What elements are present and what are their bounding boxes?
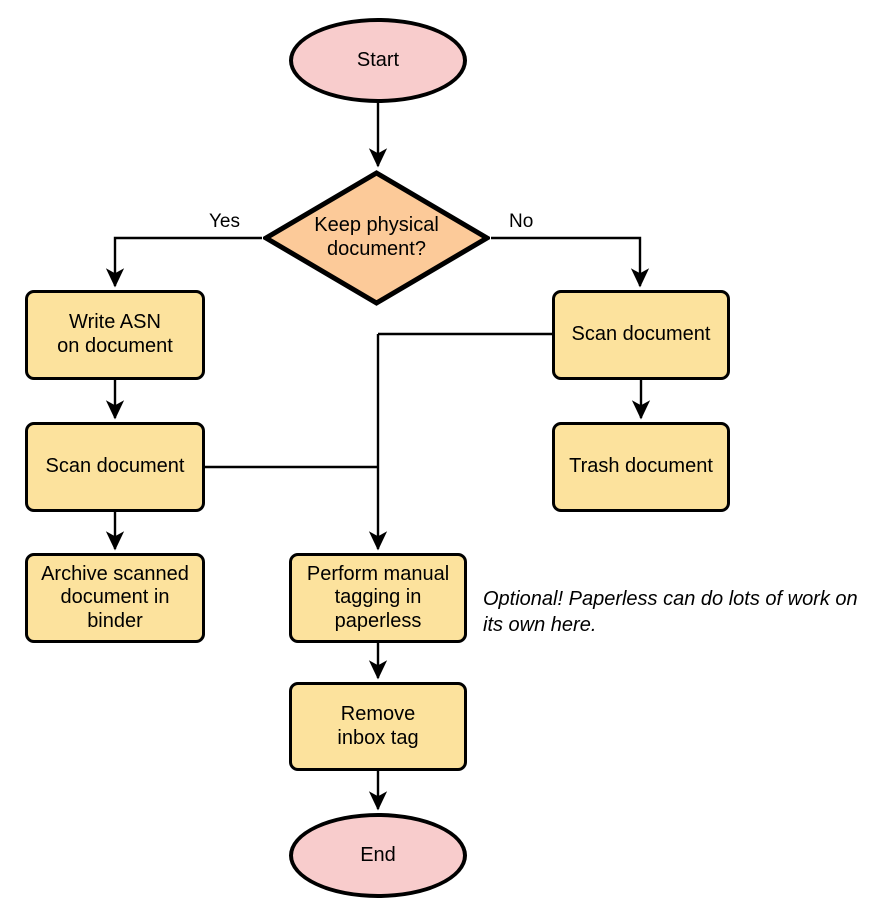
node-keep-physical-document[interactable]: Keep physical document? [263, 170, 490, 306]
node-trash-document-label: Trash document [569, 455, 713, 478]
connector-decision-yes [105, 236, 262, 288]
node-scan-document-left[interactable]: Scan document [25, 422, 205, 512]
node-end-label: End [360, 843, 396, 866]
connector-decision-no [491, 236, 650, 288]
node-scan-document-right-label: Scan document [571, 323, 711, 346]
node-scan-document-left-label: Scan document [45, 455, 185, 478]
node-remove-inbox-tag-label: Remove inbox tag [337, 702, 419, 749]
node-perform-manual-tagging-in-paperless[interactable]: Perform manual tagging in paperless [289, 553, 467, 643]
node-start[interactable]: Start [289, 18, 467, 103]
diamond-shape [263, 170, 490, 306]
node-write-asn-on-document-label: Write ASN on document [57, 311, 173, 357]
node-end[interactable]: End [289, 813, 467, 898]
node-archive-scanned-document-in-binder[interactable]: Archive scanned document in binder [25, 553, 205, 643]
node-start-label: Start [356, 48, 400, 71]
node-perform-manual-tagging-in-paperless-label: Perform manual tagging in paperless [306, 562, 450, 632]
node-trash-document[interactable]: Trash document [552, 422, 730, 512]
node-remove-inbox-tag[interactable]: Remove inbox tag [289, 682, 467, 771]
node-scan-document-right[interactable]: Scan document [552, 290, 730, 380]
node-keep-physical-document-label: Keep physical document? [314, 214, 439, 260]
node-write-asn-on-document[interactable]: Write ASN on document [25, 290, 205, 380]
edge-label-no: No [509, 211, 534, 232]
node-archive-scanned-document-in-binder-label: Archive scanned document in binder [41, 562, 189, 632]
annotation-optional-note: Optional! Paperless can do lots of work … [483, 588, 858, 636]
edge-label-yes: Yes [209, 211, 240, 232]
